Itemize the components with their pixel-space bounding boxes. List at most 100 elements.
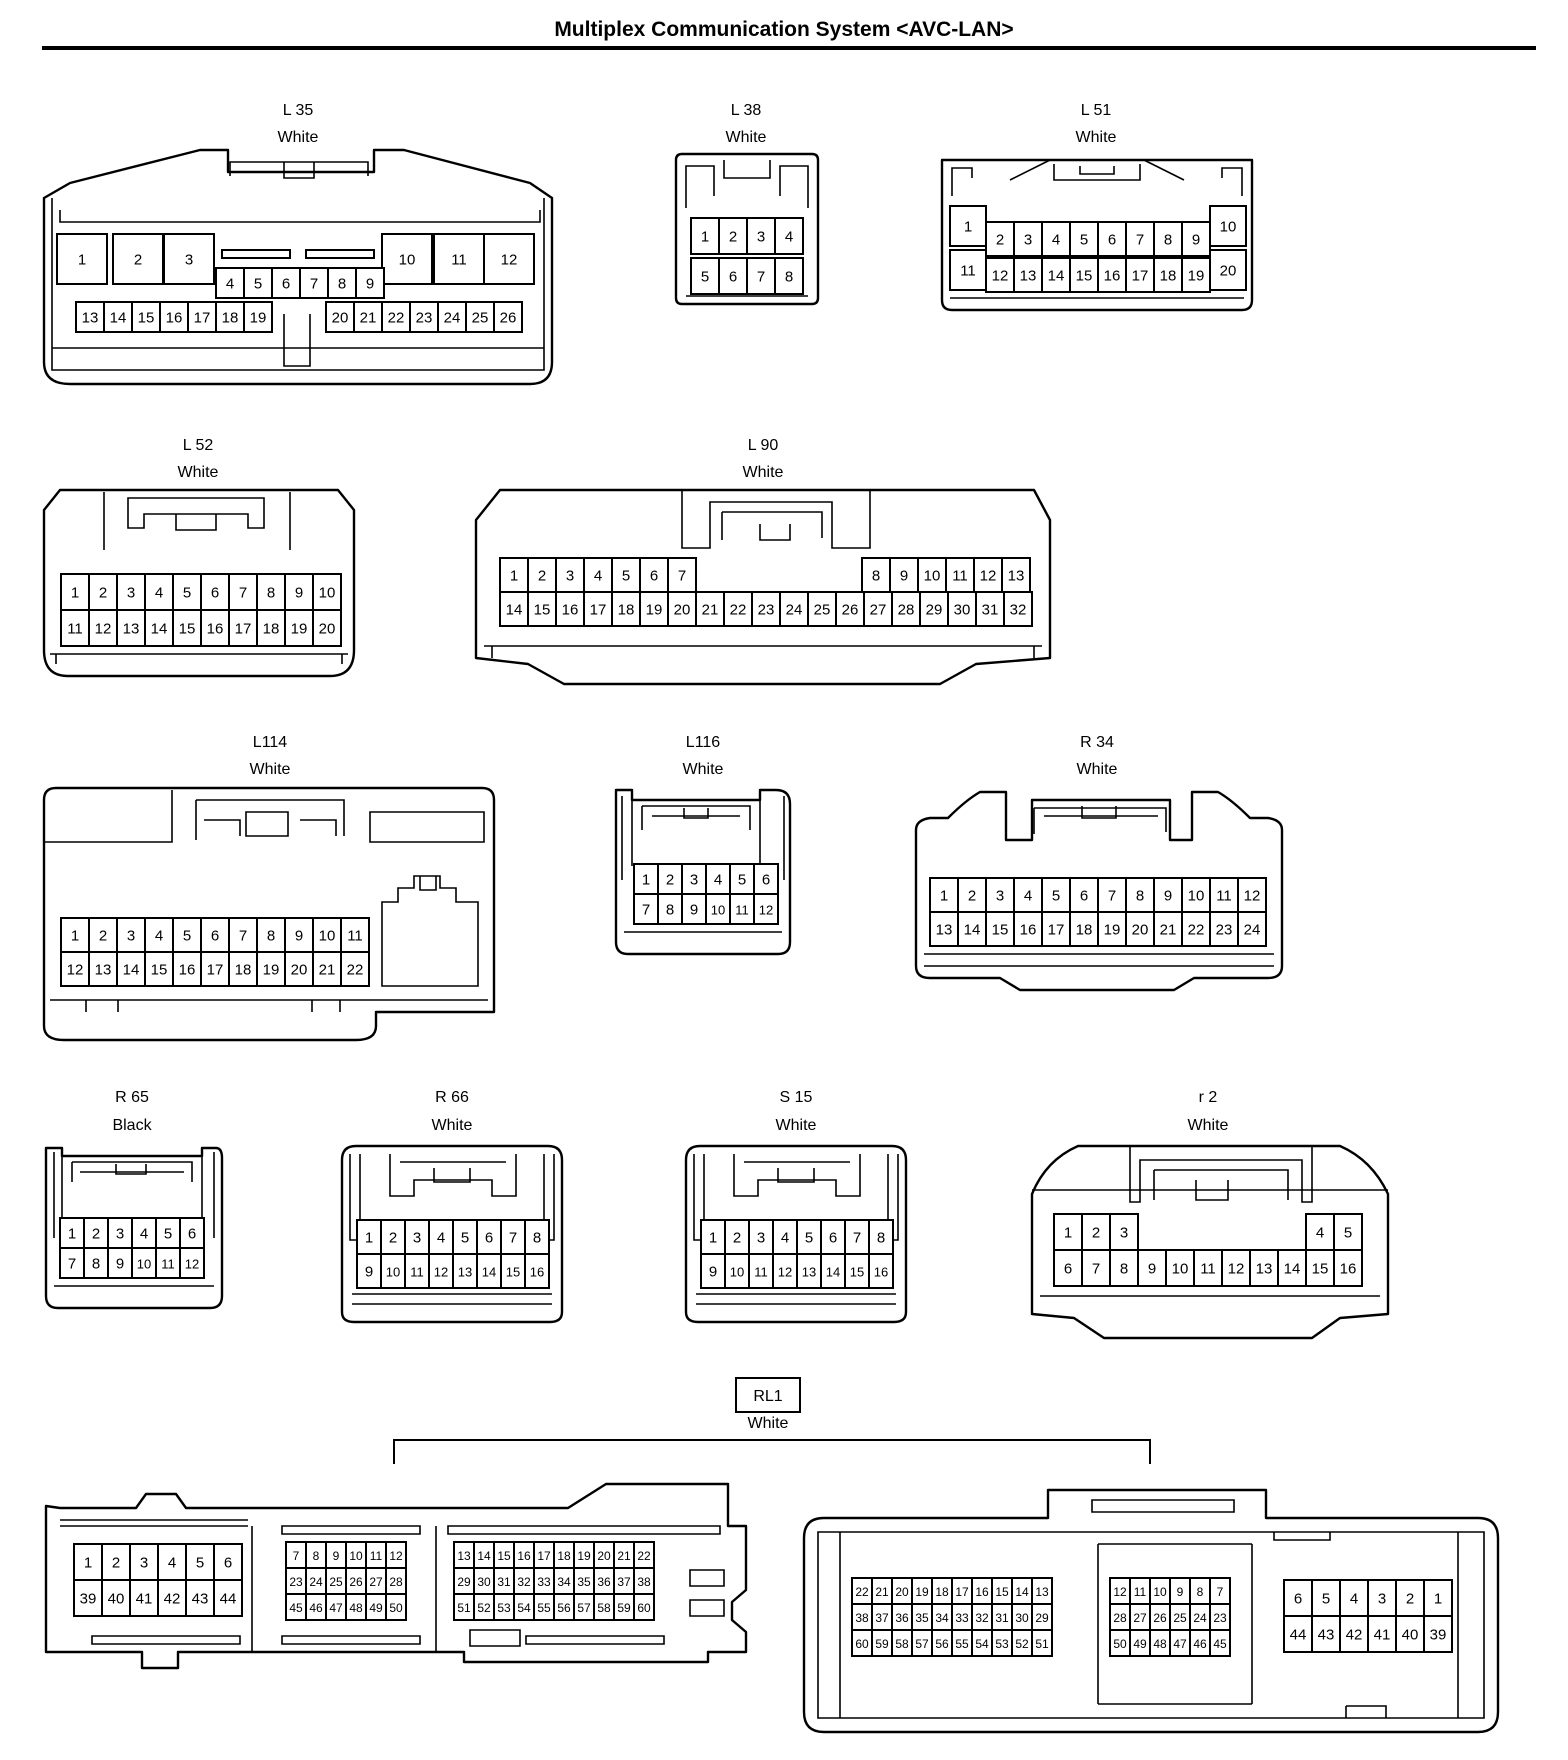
pin-cavity	[83, 1217, 109, 1249]
pin-number: 4	[1024, 888, 1032, 905]
connector-housing	[340, 1144, 564, 1324]
pin-number: 7	[239, 585, 247, 602]
pin-number: 5	[1080, 232, 1088, 249]
pin-number: 20	[674, 602, 691, 619]
connector-rail	[1032, 1189, 1388, 1297]
pin-number: 7	[757, 269, 765, 286]
pin-cavity	[228, 573, 258, 611]
pin-number: 1	[71, 928, 79, 945]
pin-number: 12	[389, 1549, 403, 1563]
pin-number: 12	[1228, 1261, 1245, 1278]
pin-cavity	[312, 609, 342, 647]
pin-cavity	[213, 1579, 243, 1617]
pin-number: 23	[416, 310, 433, 327]
pin-cavity	[129, 1579, 159, 1617]
pin-number: 21	[1160, 922, 1177, 939]
pin-number: 3	[757, 229, 765, 246]
pin-number: 5	[738, 872, 746, 889]
pin-number: 6	[1294, 1591, 1302, 1608]
connector-color: White	[743, 464, 784, 481]
pin-cavity	[312, 951, 342, 987]
pin-number: 40	[1402, 1627, 1419, 1644]
connector-code: L 51	[1081, 102, 1112, 119]
pin-number: 30	[1015, 1611, 1029, 1625]
pin-number: 21	[875, 1585, 889, 1599]
connector-bracket	[393, 1439, 1151, 1464]
pin-number: 12	[95, 621, 112, 638]
pin-number: 6	[282, 276, 290, 293]
pin-number: 21	[617, 1549, 631, 1563]
pin-cavity	[88, 573, 118, 611]
pin-number: 60	[855, 1637, 869, 1651]
connector-code: R 65	[115, 1089, 149, 1106]
connector-housing	[684, 1144, 908, 1324]
pin-cavity	[1209, 1629, 1231, 1657]
pin-cavity	[1013, 221, 1043, 257]
pin-cavity	[1153, 911, 1183, 947]
pin-number: 34	[935, 1611, 949, 1625]
pin-number: 5	[1344, 1225, 1352, 1242]
connector-code: RL1	[753, 1388, 782, 1405]
pin-number: 17	[1132, 268, 1149, 285]
pin-cavity	[1311, 1615, 1341, 1653]
pin-number: 1	[78, 252, 86, 269]
pin-number: 6	[188, 1226, 196, 1243]
pin-number: 10	[319, 585, 336, 602]
pin-number: 55	[537, 1601, 551, 1615]
pin-cavity	[844, 1219, 870, 1255]
pin-number: 14	[506, 602, 523, 619]
pin-number: 58	[597, 1601, 611, 1615]
pin-cavity	[88, 951, 118, 987]
pin-number: 20	[1132, 922, 1149, 939]
pin-number: 10	[319, 928, 336, 945]
pin-number: 2	[1406, 1591, 1414, 1608]
pin-number: 16	[166, 310, 183, 327]
pin-number: 11	[67, 621, 83, 638]
pin-number: 8	[785, 269, 793, 286]
pin-number: 38	[855, 1611, 869, 1625]
pin-number: 5	[183, 585, 191, 602]
pin-cavity	[1209, 877, 1239, 913]
connector-housing-right	[802, 1488, 1500, 1734]
pin-number: 14	[110, 310, 127, 327]
pin-cavity	[101, 1543, 131, 1581]
pin-number: 38	[637, 1575, 651, 1589]
pin-number: 2	[996, 232, 1004, 249]
pin-number: 16	[874, 1265, 888, 1280]
pin-number: 4	[1316, 1225, 1324, 1242]
pin-number: 46	[309, 1601, 323, 1615]
pin-cavity	[500, 1253, 526, 1289]
connector-latch	[229, 161, 369, 179]
pin-number: 8	[877, 1230, 885, 1247]
pin-number: 27	[369, 1575, 383, 1589]
pin-number: 2	[733, 1230, 741, 1247]
pin-number: 13	[82, 310, 99, 327]
pin-number: 10	[1172, 1261, 1189, 1278]
pin-number: 7	[1092, 1261, 1100, 1278]
pin-number: 19	[915, 1585, 929, 1599]
pin-number: 1	[84, 1555, 92, 1572]
pin-number: 6	[485, 1230, 493, 1247]
connector-housing	[474, 488, 1052, 686]
pin-cavity	[409, 301, 439, 333]
pin-number: 3	[185, 252, 193, 269]
pin-number: 5	[701, 269, 709, 286]
pin-number: 21	[702, 602, 719, 619]
connector-housing	[940, 158, 1254, 312]
pin-cavity	[1097, 257, 1127, 293]
pin-cavity	[476, 1219, 502, 1255]
pin-number: 17	[207, 962, 224, 979]
pin-cavity	[796, 1253, 822, 1289]
page-title: Multiplex Communication System <AVC-LAN>	[554, 18, 1014, 41]
pin-number: 3	[413, 1230, 421, 1247]
pin-number: 16	[517, 1549, 531, 1563]
connector-rail	[50, 653, 348, 664]
pin-cavity	[1181, 257, 1211, 293]
